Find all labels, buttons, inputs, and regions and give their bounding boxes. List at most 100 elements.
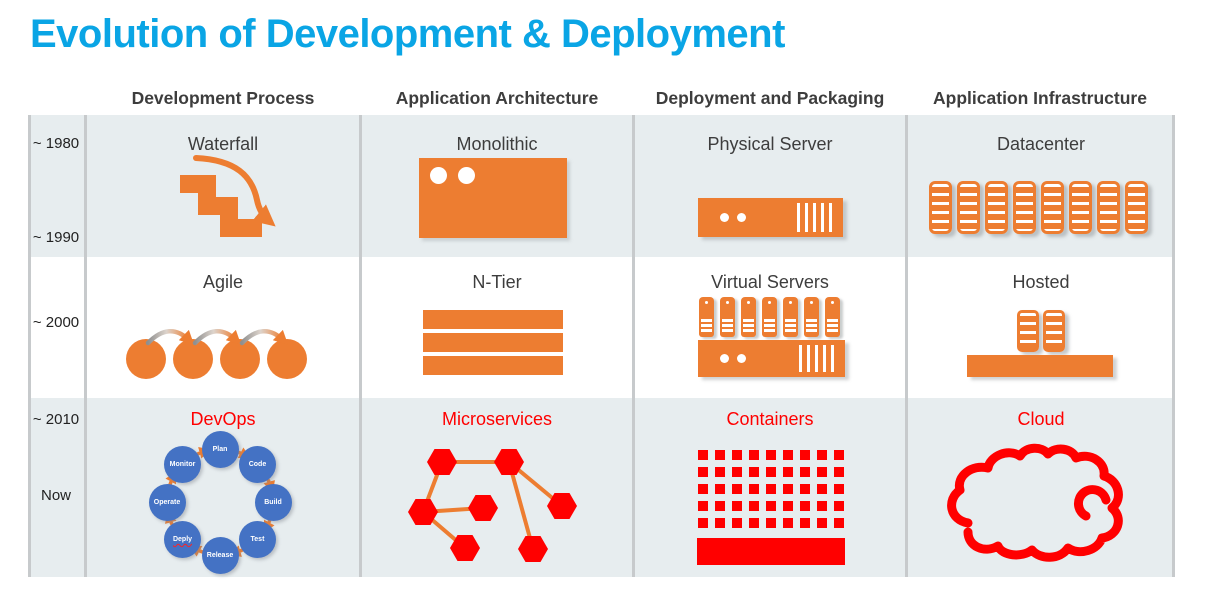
container-square-icon xyxy=(800,484,810,494)
microservice-hexagon-icon xyxy=(427,449,457,475)
service-link-line xyxy=(507,461,535,550)
server-rack-icon xyxy=(1041,181,1064,234)
container-square-icon xyxy=(766,501,776,511)
era-label-2010: ~ 2010 xyxy=(32,411,80,428)
datacenter-icon xyxy=(929,181,1148,234)
container-square-icon xyxy=(783,501,793,511)
container-square-icon xyxy=(715,450,725,460)
server-rack-icon xyxy=(1043,310,1065,352)
container-square-icon xyxy=(715,467,725,477)
hosted-platform-bar xyxy=(967,355,1113,377)
tier-bar-icon xyxy=(423,356,563,375)
cell-label-ntier: N-Tier xyxy=(472,272,522,292)
era-label-now: Now xyxy=(40,487,71,504)
container-square-icon xyxy=(834,518,844,528)
container-square-icon xyxy=(800,518,810,528)
column-header-application-architecture: Application Architecture xyxy=(395,88,599,108)
virtual-machine-icon xyxy=(720,297,735,337)
virtual-servers-towers xyxy=(699,297,840,337)
era-label-1980: ~ 1980 xyxy=(32,135,80,152)
column-divider xyxy=(905,115,908,577)
microservice-hexagon-icon xyxy=(468,495,498,521)
server-led-icon xyxy=(720,213,729,222)
cell-label-datacenter: Datacenter xyxy=(996,134,1086,154)
microservice-hexagon-icon xyxy=(450,535,480,561)
virtual-machine-icon xyxy=(783,297,798,337)
container-square-icon xyxy=(800,467,810,477)
page-title: Evolution of Development & Deployment xyxy=(30,12,785,56)
monolith-dot-icon xyxy=(430,167,447,184)
container-square-icon xyxy=(749,484,759,494)
waterfall-arrow xyxy=(193,155,276,227)
devops-node: Monitor xyxy=(164,446,202,484)
column-header-deployment-packaging: Deployment and Packaging xyxy=(655,88,885,108)
container-square-icon xyxy=(834,467,844,477)
microservices-icon xyxy=(408,449,577,562)
cell-label-microservices: Microservices xyxy=(441,409,552,429)
era-label-1990: ~ 1990 xyxy=(32,229,80,246)
devops-node: Build xyxy=(254,483,292,521)
sprint-circle-icon xyxy=(220,339,260,379)
sprint-loop-arrow xyxy=(239,329,289,346)
container-square-icon xyxy=(817,501,827,511)
server-vents-icon xyxy=(799,345,836,372)
devops-node: Plan xyxy=(201,430,239,468)
container-square-icon xyxy=(732,467,742,477)
container-square-icon xyxy=(766,484,776,494)
sprint-loop-arrow xyxy=(192,329,242,346)
column-divider xyxy=(632,115,635,577)
table-right-border xyxy=(1172,115,1175,577)
devops-node: Code xyxy=(238,446,276,484)
container-square-icon xyxy=(817,467,827,477)
virtual-machine-icon xyxy=(741,297,756,337)
cell-label-physical-server: Physical Server xyxy=(707,134,833,154)
sprint-circle-icon xyxy=(173,339,213,379)
microservice-hexagon-icon xyxy=(518,536,548,562)
server-rack-icon xyxy=(1069,181,1092,234)
container-square-icon xyxy=(732,450,742,460)
devops-node: Operate xyxy=(148,483,186,521)
container-square-icon xyxy=(766,467,776,477)
container-square-icon xyxy=(698,467,708,477)
row-band-1980s xyxy=(28,115,1174,257)
container-square-icon xyxy=(749,467,759,477)
server-rack-icon xyxy=(929,181,952,234)
container-square-icon xyxy=(817,484,827,494)
container-square-icon xyxy=(783,518,793,528)
container-square-icon xyxy=(732,501,742,511)
container-square-icon xyxy=(817,450,827,460)
container-square-icon xyxy=(783,467,793,477)
cloud-icon xyxy=(947,443,1123,562)
container-square-icon xyxy=(732,484,742,494)
container-square-icon xyxy=(783,484,793,494)
waterfall-steps xyxy=(180,175,262,237)
container-square-icon xyxy=(766,518,776,528)
monolith-dot-icon xyxy=(458,167,475,184)
devops-node: Release xyxy=(201,536,239,574)
hosted-racks-icon xyxy=(1017,310,1065,352)
container-square-icon xyxy=(834,450,844,460)
server-led-icon xyxy=(737,354,746,363)
server-rack-icon xyxy=(1125,181,1148,234)
cell-label-agile: Agile xyxy=(202,272,244,292)
era-label-2000: ~ 2000 xyxy=(32,314,80,331)
server-rack-icon xyxy=(1017,310,1039,352)
sprint-circle-icon xyxy=(267,339,307,379)
virtual-machine-icon xyxy=(699,297,714,337)
server-rack-icon xyxy=(1013,181,1036,234)
cell-label-virtual-servers: Virtual Servers xyxy=(711,272,829,292)
server-led-icon xyxy=(737,213,746,222)
server-vents-icon xyxy=(797,203,834,232)
server-rack-icon xyxy=(957,181,980,234)
containers-grid xyxy=(698,450,844,528)
sprint-loop-arrow xyxy=(145,329,195,346)
container-square-icon xyxy=(800,450,810,460)
container-square-icon xyxy=(698,518,708,528)
devops-node: Test xyxy=(238,520,276,558)
container-square-icon xyxy=(698,501,708,511)
sprint-circle-icon xyxy=(126,339,166,379)
cell-label-devops: DevOps xyxy=(190,409,256,429)
table-left-border xyxy=(28,115,31,577)
